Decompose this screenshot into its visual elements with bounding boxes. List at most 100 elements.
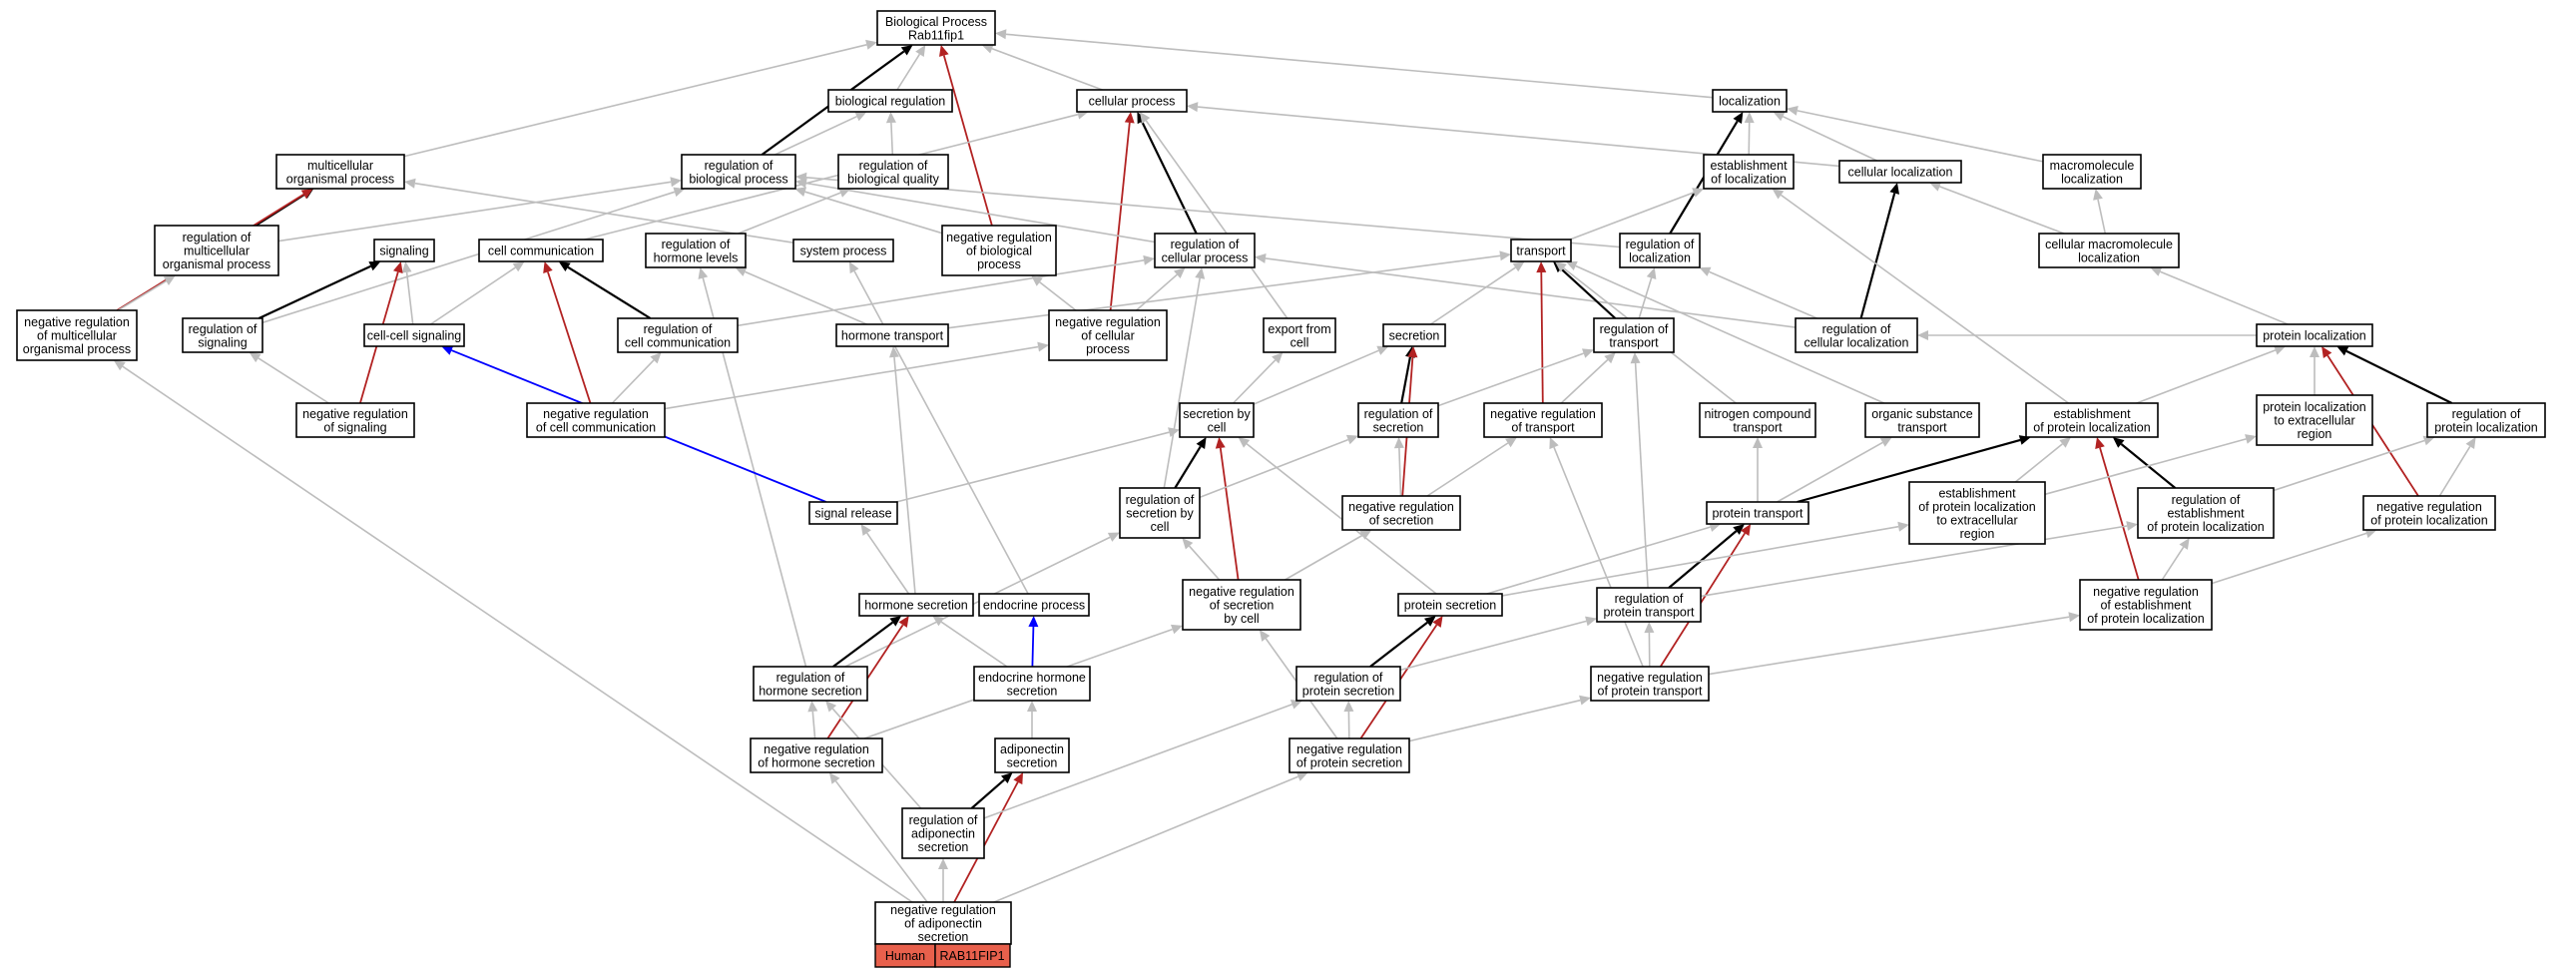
edge-protein-transport-to-organic-substance-transport [1777,437,1892,503]
edge-macromolecule-localization-to-localization [1787,106,2044,163]
node-box [1119,487,1201,539]
edge-negative-regulation-of-adiponectin-secretion-to-negative-regulation-of-protein-secretion [993,771,1308,903]
edge-regulation-of-signaling-to-signaling [258,261,381,319]
node-label: biological quality [847,172,939,186]
edge-line [1219,447,1240,581]
node-label: of protein localization [2033,420,2150,434]
edge-arrowhead [1536,261,1547,273]
node-label: negative regulation [1296,742,1402,756]
edge-arrowhead [794,187,807,197]
node-label: to extracellular [1936,513,2017,527]
edge-arrowhead [249,352,261,363]
edge-line [547,271,592,404]
node-box [1712,89,1788,113]
edge-line [853,270,1029,595]
edge-regulation-of-adiponectin-secretion-to-adiponectin-secretion [970,772,1013,809]
edge-arrowhead [938,858,948,869]
edge-arrowhead [673,187,686,198]
node-box [1795,317,1918,353]
edge-negative-regulation-of-cell-communication-to-negative-regulation-of-cellular-process [664,341,1049,410]
edge-negative-regulation-of-secretion-by-cell-to-secretion-by-cell [1215,437,1240,581]
node-label: biological process [689,172,787,186]
node-box [617,317,739,353]
badge-gene-label: RAB11FIP1 [939,949,1004,963]
node-protein-secretion: protein secretion [1397,593,1503,617]
edge-export-from-cell-to-cellular-process [1139,112,1288,319]
node-label: process [977,257,1021,271]
edge-regulation-of-hormone-secretion-to-hormone-secretion [832,616,902,668]
node-label: hormone secretion [864,599,968,613]
edge-transport-to-establishment-of-localization [1569,188,1705,241]
edge-line [1145,120,1288,319]
edge-arrowhead [939,45,949,57]
edge-line [1429,266,1516,325]
gene-badge: Human RAB11FIP1 [874,943,1011,968]
node-box [874,901,1012,945]
edge-arrowhead [1733,112,1744,124]
edge-line [774,115,857,156]
edge-arrowhead [889,346,899,358]
edge-line [737,259,1145,327]
edge-arrowhead [1028,616,1039,628]
edge-hormone-secretion-to-signal-release [860,524,910,595]
edge-line [403,44,867,158]
edge-arrowhead [848,261,859,274]
edge-establishment-of-protein-localization-to-protein-localization [2136,345,2287,404]
edge-arrowhead [698,267,709,279]
edge-regulation-of-cell-communication-to-cell-communication [558,261,652,319]
edge-arrowhead [1143,254,1155,265]
edge-arrowhead [2068,612,2080,623]
edge-arrowhead [854,112,867,122]
node-localization: localization [1712,89,1788,113]
node-label: regulation of [1314,671,1383,685]
node-label: negative regulation [890,903,996,917]
node-secretion: secretion [1382,323,1446,347]
node-label: biological regulation [835,95,946,109]
edge-line [258,357,329,404]
edge-regulation-of-biological-quality-to-biological-regulation [885,112,896,156]
edge-line [1939,186,2065,235]
edge-line [1708,616,2070,676]
node-label: hormone levels [654,250,739,264]
node-box [2038,233,2180,268]
node-label: regulation of [859,159,928,173]
edge-arrowhead [1359,530,1372,540]
node-box [645,233,747,268]
edge-line [1039,281,1077,311]
edge-arrowhead [1215,437,1226,449]
node-label: hormone transport [841,329,944,343]
edge-line [1369,621,1428,668]
edge-line [745,270,867,325]
edge-regulation-of-protein-transport-to-regulation-of-transport [1630,352,1649,589]
node-box [827,89,953,113]
node-label: of protein localization [2370,513,2487,527]
edge-line [805,182,1156,244]
edge-negative-regulation-of-protein-transport-to-regulation-of-protein-transport [1644,622,1655,668]
edge-negative-regulation-of-adiponectin-secretion-to-negative-regulation-of-hormone-secretion [828,772,928,903]
edge-line [983,704,1292,819]
node-label: regulation of [2172,493,2241,507]
node-box [1397,593,1503,617]
node-label: negative regulation [1597,671,1703,685]
edge-line [1638,277,1653,319]
node-label: of multicellular [37,329,117,343]
node-box [1596,587,1702,623]
node-transport: transport [1510,239,1572,262]
edge-line [1246,443,1437,595]
node-label: secretion [918,840,969,854]
edge-cellular-macromolecule-localization-to-cellular-localization [1929,182,2065,235]
edge-negative-regulation-of-cellular-process-to-regulation-of-cellular-process [1135,267,1186,311]
node-box [478,239,604,262]
edge-regulation-of-protein-localization-to-protein-localization [2336,346,2453,404]
node-label: cell-cell signaling [367,329,462,343]
edge-line [1634,362,1649,589]
edge-arrowhead [401,261,412,273]
node-label: of transport [1511,420,1575,434]
edge-hormone-transport-to-regulation-of-hormone-levels [735,266,867,325]
node-box [1510,239,1572,262]
